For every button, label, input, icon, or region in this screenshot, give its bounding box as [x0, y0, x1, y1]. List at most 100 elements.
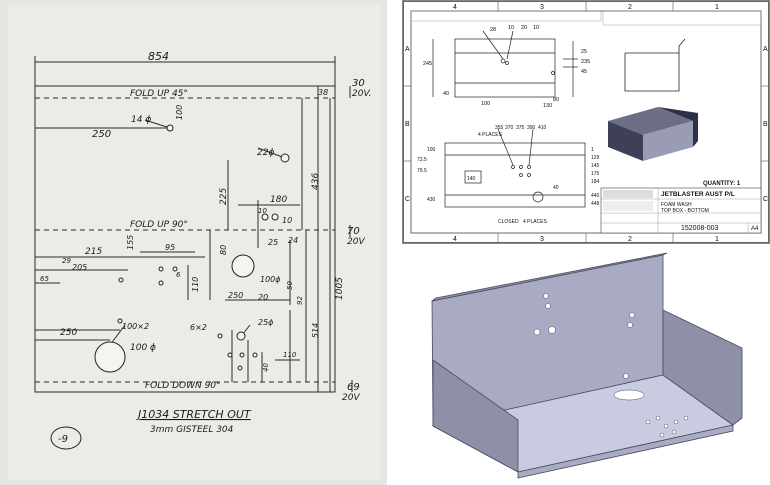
hole-22	[280, 153, 290, 163]
cad-dim-370: 370	[505, 125, 514, 131]
dim-6: 6	[176, 271, 181, 279]
hand-sketch-panel: 854 30 20V. FOLD UP 45° 38 14 ϕ 100 250 …	[0, 0, 387, 485]
dim-95: 95	[165, 243, 175, 252]
zone-row-b-left: B	[405, 121, 410, 128]
cad-dim-410: 410	[538, 125, 547, 131]
cad-dim-129: 129	[591, 155, 600, 161]
zone-row-a-right: A	[763, 46, 768, 53]
cad-dim-25: 25	[581, 49, 587, 55]
dim-20v-mid: 20V	[347, 237, 365, 247]
cad-dim-10b: 10	[533, 25, 539, 31]
base-hole-1	[645, 419, 651, 425]
cad-dim-4places-top: 4 PLACES	[478, 132, 503, 138]
dim-100dia-mid: 100ϕ	[260, 275, 281, 284]
zone-col-2-top: 2	[628, 4, 632, 11]
hole-6x2a	[217, 333, 223, 339]
hole-6x2d	[252, 352, 258, 358]
cad-title-line1: FOAM WASH	[661, 202, 692, 208]
dim-25: 25	[268, 238, 278, 247]
cad-dim-1: 1	[591, 147, 594, 153]
dim-215: 215	[85, 247, 102, 257]
cad-drawing-sheet: 4 3 2 1 4 3 2 1 A B C A B C	[402, 0, 770, 244]
dim-38: 38	[318, 88, 328, 97]
hole-6x2b	[227, 352, 233, 358]
dim-22dia: 22ϕ	[257, 148, 274, 158]
dim-70: 70	[347, 226, 360, 237]
dim-10-small: 10	[258, 207, 267, 215]
dim-overall-width: 854	[148, 50, 169, 63]
cad-dim-430: 430	[427, 197, 436, 203]
back-hole-7	[623, 373, 629, 379]
base-hole-4	[673, 419, 679, 425]
cad-side-view	[624, 38, 686, 92]
zone-col-4-top: 4	[453, 4, 457, 11]
dim-6x2: 6×2	[190, 323, 207, 332]
hole-100-low	[94, 341, 126, 373]
dim-40: 40	[262, 363, 270, 372]
hole-6x2e	[237, 365, 243, 371]
hole-25	[236, 331, 246, 341]
zone-row-a-left: A	[405, 46, 410, 53]
cad-dim-40b: 40	[553, 185, 559, 191]
cad-dim-390: 390	[527, 125, 536, 131]
right-side-wall	[662, 309, 743, 426]
dim-50: 50	[286, 281, 294, 290]
dim-25dia: 25ϕ	[258, 318, 274, 327]
cad-dim-175: 175	[591, 171, 600, 177]
dim-30: 30	[352, 78, 365, 89]
base-hole-2	[655, 415, 661, 421]
cad-dim-130: 130	[543, 103, 552, 109]
hole-100x2	[117, 318, 123, 324]
sheet-outline	[34, 85, 336, 393]
cad-dim-448: 448	[591, 201, 600, 207]
back-hole-4	[548, 326, 556, 334]
hole-small-3	[172, 266, 178, 272]
cad-title-line2: TOP BOX - BOTTOM	[661, 208, 709, 214]
dim-100x2: 100×2	[122, 322, 149, 331]
cad-dim-235: 235	[581, 59, 590, 65]
dim-20v-top: 20V.	[352, 89, 371, 99]
cad-dim-45: 45	[581, 69, 587, 75]
hole-small-4	[158, 280, 164, 286]
cad-dim-100b: 100	[427, 147, 436, 153]
dim-14dia: 14 ϕ	[131, 115, 151, 125]
dim-65: 65	[40, 275, 49, 283]
cad-iso-thumbnail	[608, 107, 698, 161]
hole-10b	[271, 213, 279, 221]
hole-group	[533, 293, 689, 438]
dim-250-mid: 250	[228, 291, 243, 300]
dim-514: 514	[311, 323, 320, 338]
dim-225: 225	[219, 188, 229, 205]
cad-drawing-number: 152008-003	[681, 225, 718, 232]
hole-14	[166, 124, 174, 132]
dim-436: 436	[311, 173, 321, 190]
cad-dim-80: 80	[553, 97, 559, 103]
circled-note	[50, 426, 82, 450]
dim-24: 24	[288, 236, 298, 245]
cad-dim-closed: CLOSED	[498, 219, 519, 225]
part-number-label: J1034 STRETCH OUT	[136, 408, 252, 421]
hole-100-mid	[231, 254, 255, 278]
iso-render-panel	[400, 250, 770, 485]
cad-title-block	[600, 187, 762, 234]
hole-small-1	[118, 277, 124, 283]
dim-1005: 1005	[335, 277, 345, 300]
dim-250-low: 250	[60, 328, 77, 338]
dim-20v-bot: 20V	[342, 393, 360, 403]
cad-dim-10a: 10	[508, 25, 514, 31]
cad-dim-245: 245	[423, 61, 432, 67]
cad-company: JETBLASTER AUST P/L	[661, 191, 735, 198]
circled-note-text: -9	[58, 434, 68, 445]
cad-dim-375: 375	[516, 125, 525, 131]
zone-col-3-bottom: 3	[540, 236, 544, 243]
base-hole-7	[671, 429, 677, 435]
dim-69: 69	[347, 382, 360, 393]
cad-dim-73-5: 73.5	[417, 157, 427, 163]
cad-drawing: 4 3 2 1 4 3 2 1 A B C A B C	[403, 1, 769, 243]
zone-col-4-bottom: 4	[453, 236, 457, 243]
dim-80: 80	[219, 245, 228, 255]
cad-quantity: QUANTITY: 1	[703, 181, 741, 187]
cad-upper-view	[432, 30, 578, 98]
base-hole-3	[663, 423, 669, 429]
back-hole-6	[627, 322, 633, 328]
